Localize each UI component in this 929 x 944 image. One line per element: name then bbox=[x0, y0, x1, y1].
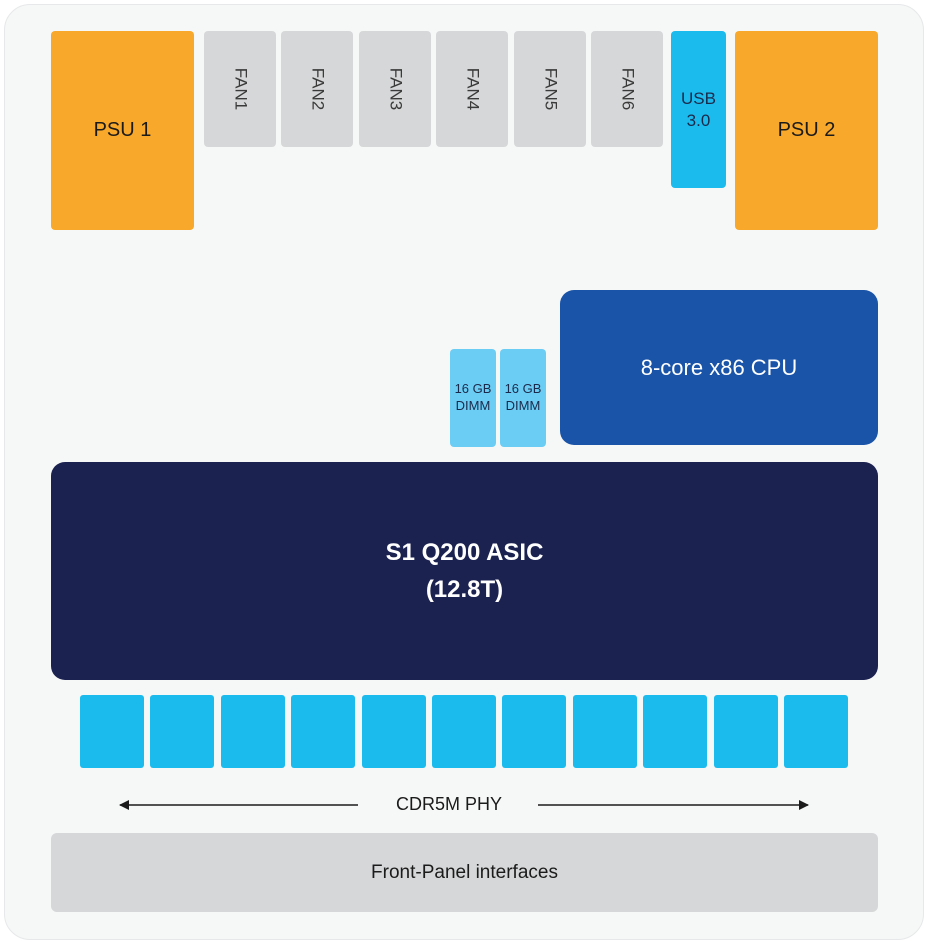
front-panel-block: Front-Panel interfaces bbox=[51, 833, 878, 912]
phy-block bbox=[714, 695, 778, 768]
cpu-label: 8-core x86 CPU bbox=[640, 354, 798, 380]
phy-block bbox=[291, 695, 355, 768]
psu-1-label: PSU 1 bbox=[93, 119, 152, 141]
phy-block bbox=[362, 695, 426, 768]
fan-1-block: FAN1 bbox=[204, 31, 276, 147]
phy-block bbox=[150, 695, 214, 768]
phy-block bbox=[573, 695, 637, 768]
phy-block bbox=[221, 695, 285, 768]
psu-2-block: PSU 2 bbox=[735, 31, 878, 230]
asic-label: S1 Q200 ASIC (12.8T) bbox=[385, 538, 544, 603]
dimm-2-block: 16 GB DIMM bbox=[500, 349, 546, 447]
dimm-1-block: 16 GB DIMM bbox=[450, 349, 496, 447]
asic-block: S1 Q200 ASIC (12.8T) bbox=[51, 462, 878, 680]
phy-block bbox=[80, 695, 144, 768]
psu-2-label: PSU 2 bbox=[777, 119, 836, 141]
fan-4-block: FAN4 bbox=[436, 31, 508, 147]
phy-block bbox=[432, 695, 496, 768]
fan-6-block: FAN6 bbox=[591, 31, 663, 147]
phy-block bbox=[502, 695, 566, 768]
dimm-2-label: 16 GB DIMM bbox=[504, 381, 542, 413]
phy-block bbox=[784, 695, 848, 768]
usb-label: USB 3.0 bbox=[681, 89, 716, 130]
phy-label: CDR5M PHY bbox=[395, 794, 502, 814]
psu-1-block: PSU 1 bbox=[51, 31, 194, 230]
front-panel-label: Front-Panel interfaces bbox=[371, 861, 558, 883]
phy-block bbox=[643, 695, 707, 768]
usb-3-0-block: USB 3.0 bbox=[671, 31, 726, 188]
cpu-block: 8-core x86 CPU bbox=[560, 290, 878, 445]
fan-3-block: FAN3 bbox=[359, 31, 431, 147]
fan-2-block: FAN2 bbox=[281, 31, 353, 147]
fan-5-block: FAN5 bbox=[514, 31, 586, 147]
dimm-1-label: 16 GB DIMM bbox=[454, 381, 492, 413]
